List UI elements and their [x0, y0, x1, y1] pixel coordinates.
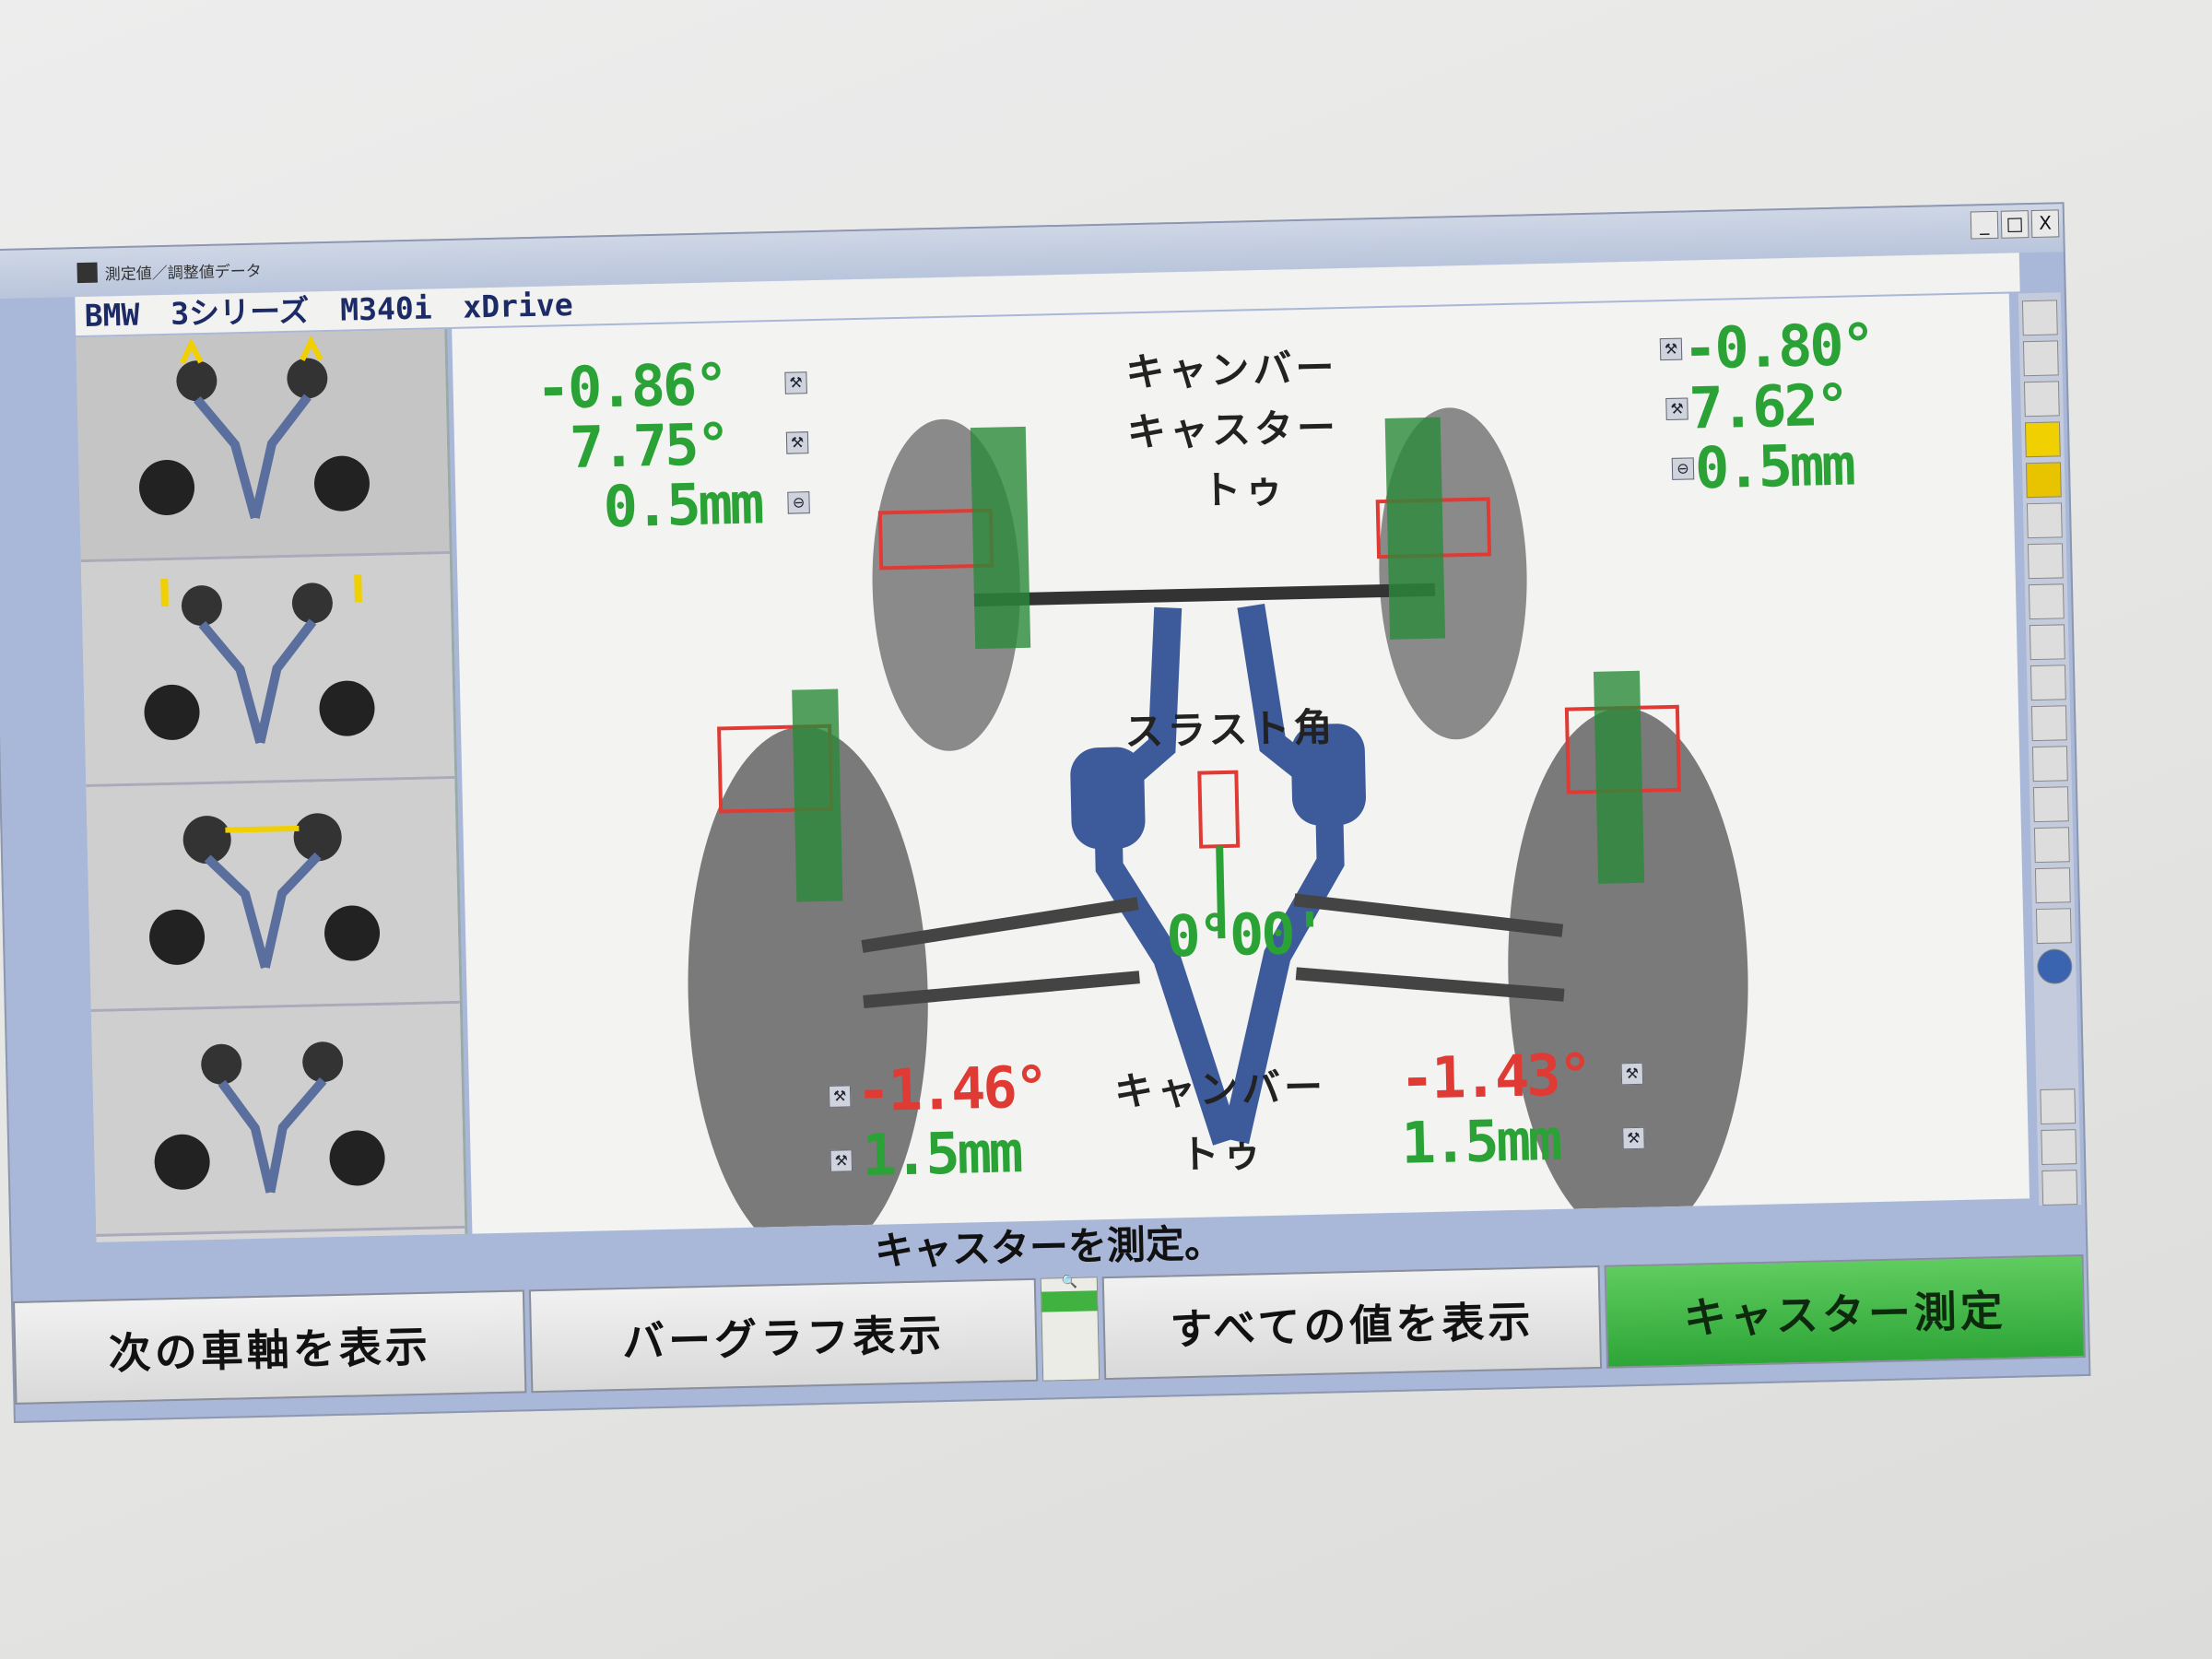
minimize-button[interactable]: _ — [1970, 210, 1999, 240]
adjust-wrench-icon[interactable]: ⚒ — [784, 371, 807, 394]
thumbnail-front-caster[interactable] — [80, 554, 455, 788]
globe-icon[interactable] — [2036, 948, 2073, 985]
live-values-icon[interactable] — [2027, 543, 2064, 580]
next-axle-button[interactable]: 次の車軸を表示 — [13, 1289, 527, 1405]
suspension-illustration — [688, 407, 1748, 1234]
adjust-wrench-icon[interactable]: ⚒ — [830, 1149, 853, 1172]
measurement-gauge: 🔍 — [1040, 1274, 1100, 1382]
axle-icon[interactable] — [2041, 1129, 2077, 1166]
rear-left-camber: -1.46° — [855, 1053, 1047, 1125]
adjust-wrench-icon[interactable]: ⚒ — [1622, 1126, 1645, 1150]
lift-icon[interactable] — [2033, 827, 2070, 864]
monitor-icon[interactable] — [2028, 583, 2065, 620]
help-icon[interactable] — [2035, 908, 2072, 945]
vehicle-spec-icon[interactable] — [2022, 340, 2059, 377]
app-icon — [76, 262, 98, 284]
lock-icon[interactable]: ⊖ — [787, 491, 810, 514]
rear-left-toe: 1.5mm — [861, 1118, 1022, 1190]
label-rear-toe: トゥ — [1180, 1130, 1266, 1178]
thumbnail-rear-axle[interactable] — [90, 1003, 465, 1237]
close-button[interactable]: X — [2030, 209, 2060, 238]
tolerance-icon[interactable] — [2023, 381, 2060, 418]
adjust-wrench-icon[interactable]: ⚒ — [785, 431, 809, 454]
thumbnail-front-camber[interactable] — [76, 329, 450, 563]
front-right-toe: 0.5mm — [1694, 430, 1854, 502]
steering-rack — [973, 582, 1436, 607]
adjust-wrench-icon[interactable]: ⚒ — [1659, 337, 1683, 361]
live-values-icon[interactable] — [2032, 786, 2069, 823]
alignment-view: -0.86° ⚒ 7.75° ⚒ 0.5mm ⊖ キャンバー キャスター トゥ … — [452, 293, 2030, 1234]
turntable-icon[interactable] — [2034, 867, 2071, 904]
axle-thumbnail-list — [76, 329, 468, 1242]
front-left-toe: 0.5mm — [602, 469, 763, 541]
thrust-angle-value: 0°00' — [1165, 899, 1325, 971]
label-caster: キャスター — [1126, 405, 1340, 455]
printer-icon[interactable] — [2021, 300, 2058, 336]
axle-icon[interactable] — [2041, 1170, 2078, 1206]
label-toe: トゥ — [1201, 465, 1288, 513]
maximize-button[interactable]: □ — [2000, 210, 2030, 239]
label-rear-camber: キャンバー — [1113, 1064, 1327, 1114]
wheel-icon[interactable] — [2031, 746, 2068, 782]
bar-graph-button[interactable]: バーグラフ表示 — [528, 1277, 1039, 1394]
rear-right-wheel — [1508, 708, 1748, 1234]
alignment-window: 測定値／調整値データ _ □ X BMW 3シリーズ M340i xDrive — [0, 202, 2091, 1423]
thumbnail-front-toe[interactable] — [86, 778, 460, 1012]
adjust-icon[interactable] — [2040, 1088, 2077, 1125]
adjust-wrench-icon[interactable]: ⚒ — [828, 1085, 852, 1108]
lock-icon[interactable]: ⊖ — [1671, 457, 1695, 480]
rear-right-toe: 1.5mm — [1400, 1105, 1560, 1177]
axle-icon[interactable] — [2030, 665, 2066, 701]
rear-left-wheel — [688, 726, 928, 1234]
rear-right-camber: -1.43° — [1399, 1041, 1591, 1112]
label-thrust-angle: スラスト角 — [1124, 704, 1336, 755]
show-all-values-button[interactable]: すべての値を表示 — [1101, 1265, 1603, 1381]
bar-graph-icon[interactable] — [2025, 462, 2062, 499]
axle-icon[interactable] — [2030, 705, 2067, 742]
window-title: 測定値／調整値データ — [104, 262, 262, 284]
magnifier-icon: 🔍 — [1061, 1274, 1078, 1290]
adjust-wrench-icon[interactable]: ⚒ — [1620, 1062, 1644, 1086]
label-camber: キャンバー — [1124, 345, 1338, 395]
wheel-icon[interactable] — [2026, 502, 2063, 539]
adjust-wrench-icon[interactable]: ⚒ — [1665, 397, 1688, 421]
live-values-icon[interactable] — [2029, 624, 2065, 661]
sensor-icon[interactable] — [2024, 421, 2061, 458]
side-toolbar — [2018, 292, 2082, 1206]
measure-caster-button[interactable]: キャスター測定 — [1604, 1254, 2086, 1369]
